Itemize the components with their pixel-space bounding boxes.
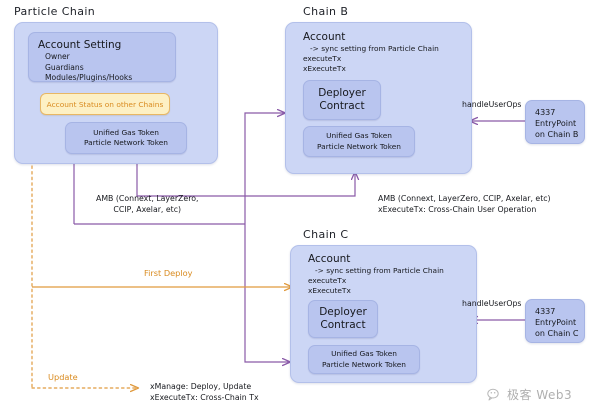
first-deploy-label: First Deploy [144,268,193,278]
amb-right-label: AMB (Connext, LayerZero, CCIP, Axelar, e… [378,193,551,215]
chain-b-account-block[interactable]: Account -> sync setting from Particle Ch… [303,31,439,75]
chain-b-deployer-contract[interactable]: Deployer Contract [303,80,381,120]
chain-c-token-line-1: Unified Gas Token [331,349,397,358]
account-setting-line-modules: Modules/Plugins/Hooks [45,73,133,82]
title-chain-b: Chain B [303,5,349,18]
chain-b-token-line-2: Particle Network Token [317,141,401,151]
chain-c-entrypoint-line-3: on Chain C [535,329,579,338]
wechat-icon [487,388,499,400]
chain-c-handleuserops-label: handleUserOps [462,299,522,308]
chain-c-entrypoint-line-2: EntryPoint [535,318,577,327]
chain-b-handleuserops-label: handleUserOps [462,100,522,109]
chain-b-deployer-line-1: Deployer [318,86,366,99]
chain-c-deployer-line-1: Deployer [319,305,367,318]
chain-c-token-card[interactable]: Unified Gas Token Particle Network Token [308,345,420,374]
chain-b-entrypoint-line-2: EntryPoint [535,119,577,128]
amb-left-line-2: CCIP, Axelar, etc) [113,205,182,214]
chain-b-account-line-executetx: executeTx [303,54,342,64]
amb-right-line-2: xExecuteTx: Cross-Chain User Operation [378,205,537,214]
title-particle-chain: Particle Chain [14,5,96,18]
particle-token-card[interactable]: Unified Gas Token Particle Network Token [65,122,187,154]
account-status-box[interactable]: Account Status on other Chains [40,93,170,115]
amb-left-label: AMB (Connext, LayerZero, CCIP, Axelar, e… [96,193,198,215]
chain-c-deployer-contract[interactable]: Deployer Contract [308,300,378,338]
account-setting-title: Account Setting [38,39,122,51]
account-setting-card[interactable]: Account Setting Owner Guardians Modules/… [28,32,176,82]
chain-c-deployer-line-2: Contract [320,319,366,331]
chain-b-deployer-line-2: Contract [319,100,365,112]
chain-b-entrypoint-card[interactable]: 4337 EntryPoint on Chain B [525,100,585,144]
chain-c-account-title: Account [308,253,351,265]
edge-particle-to-chainc-token [244,224,290,362]
chain-c-account-line-sync: -> sync setting from Particle Chain [315,266,444,275]
watermark-text: 极客 Web3 [507,388,573,402]
amb-left-line-1: AMB (Connext, LayerZero, [96,194,199,203]
title-chain-c: Chain C [303,228,349,241]
chain-c-account-line-xexecutetx: xExecuteTx [308,286,351,296]
legend-line-2: xExecuteTx: Cross-Chain Tx [150,393,259,402]
chain-c-token-line-2: Particle Network Token [322,359,406,369]
chain-b-token-card[interactable]: Unified Gas Token Particle Network Token [303,126,415,157]
chain-b-token-line-1: Unified Gas Token [326,131,392,140]
chain-b-entrypoint-line-3: on Chain B [535,130,579,139]
particle-token-line-1: Unified Gas Token [93,127,159,137]
particle-token-line-2: Particle Network Token [84,138,168,147]
chain-c-account-block[interactable]: Account -> sync setting from Particle Ch… [308,253,444,297]
chain-b-entrypoint-line-1: 4337 [535,108,556,117]
update-label: Update [48,372,78,382]
amb-right-line-1: AMB (Connext, LayerZero, CCIP, Axelar, e… [378,194,551,203]
legend-line-1: xManage: Deploy, Update [150,382,252,391]
account-status-label: Account Status on other Chains [46,99,164,109]
chain-b-account-line-xexecutetx: xExecuteTx [303,64,346,74]
legend-block: xManage: Deploy, Update xExecuteTx: Cros… [150,381,259,403]
account-setting-line-guardians: Guardians [45,62,84,72]
chain-b-account-line-sync: -> sync setting from Particle Chain [310,44,439,53]
account-setting-line-owner: Owner [45,52,70,61]
chain-c-entrypoint-card[interactable]: 4337 EntryPoint on Chain C [525,299,585,343]
watermark: 极客 Web3 [487,386,572,403]
chain-b-account-title: Account [303,31,346,43]
chain-c-entrypoint-line-1: 4337 [535,307,556,316]
chain-c-account-line-executetx: executeTx [308,276,347,286]
